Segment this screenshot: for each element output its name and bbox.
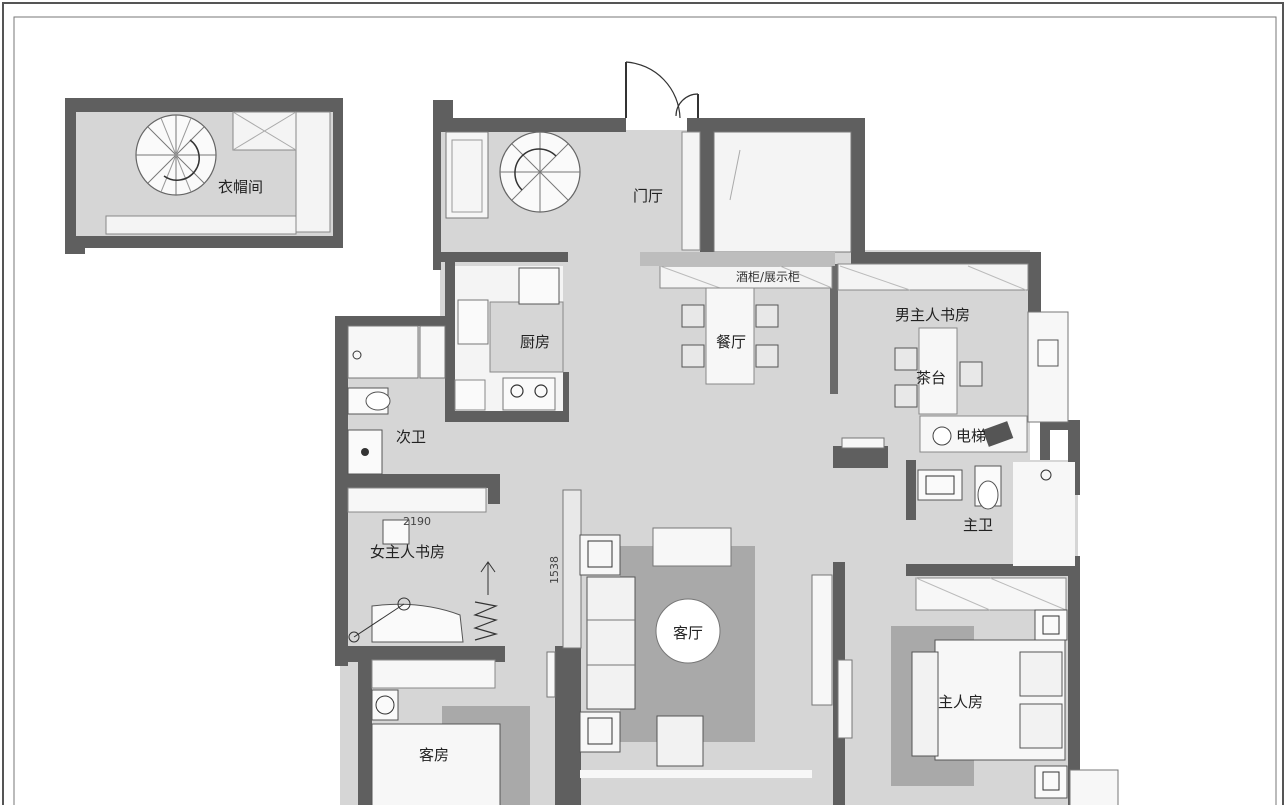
label-guest-room: 客房	[419, 746, 450, 764]
label-wine-cabinet: 酒柜/展示柜	[736, 270, 801, 284]
label-male-study: 男主人书房	[895, 306, 971, 324]
label-master-bath: 主卫	[963, 516, 994, 534]
dimension-wall: 1538	[548, 556, 561, 584]
label-secondary-bath: 次卫	[396, 428, 427, 446]
label-closet: 衣帽间	[218, 178, 264, 196]
label-master-bedroom: 主人房	[938, 693, 984, 711]
closet-block	[65, 98, 343, 254]
spiral-stair-icon	[135, 114, 217, 196]
label-kitchen: 厨房	[520, 333, 551, 351]
label-tea-table: 茶台	[916, 369, 947, 387]
spiral-stair-icon	[499, 131, 581, 213]
main-floor	[335, 61, 1119, 805]
label-dining: 餐厅	[716, 333, 747, 351]
label-living-room: 客厅	[673, 624, 704, 642]
label-elevator: 电梯	[956, 427, 987, 445]
label-female-study: 女主人书房	[370, 543, 446, 561]
label-foyer: 门厅	[633, 187, 664, 205]
dimension-study-width: 2190	[403, 515, 431, 528]
inner-frame	[13, 16, 1277, 805]
